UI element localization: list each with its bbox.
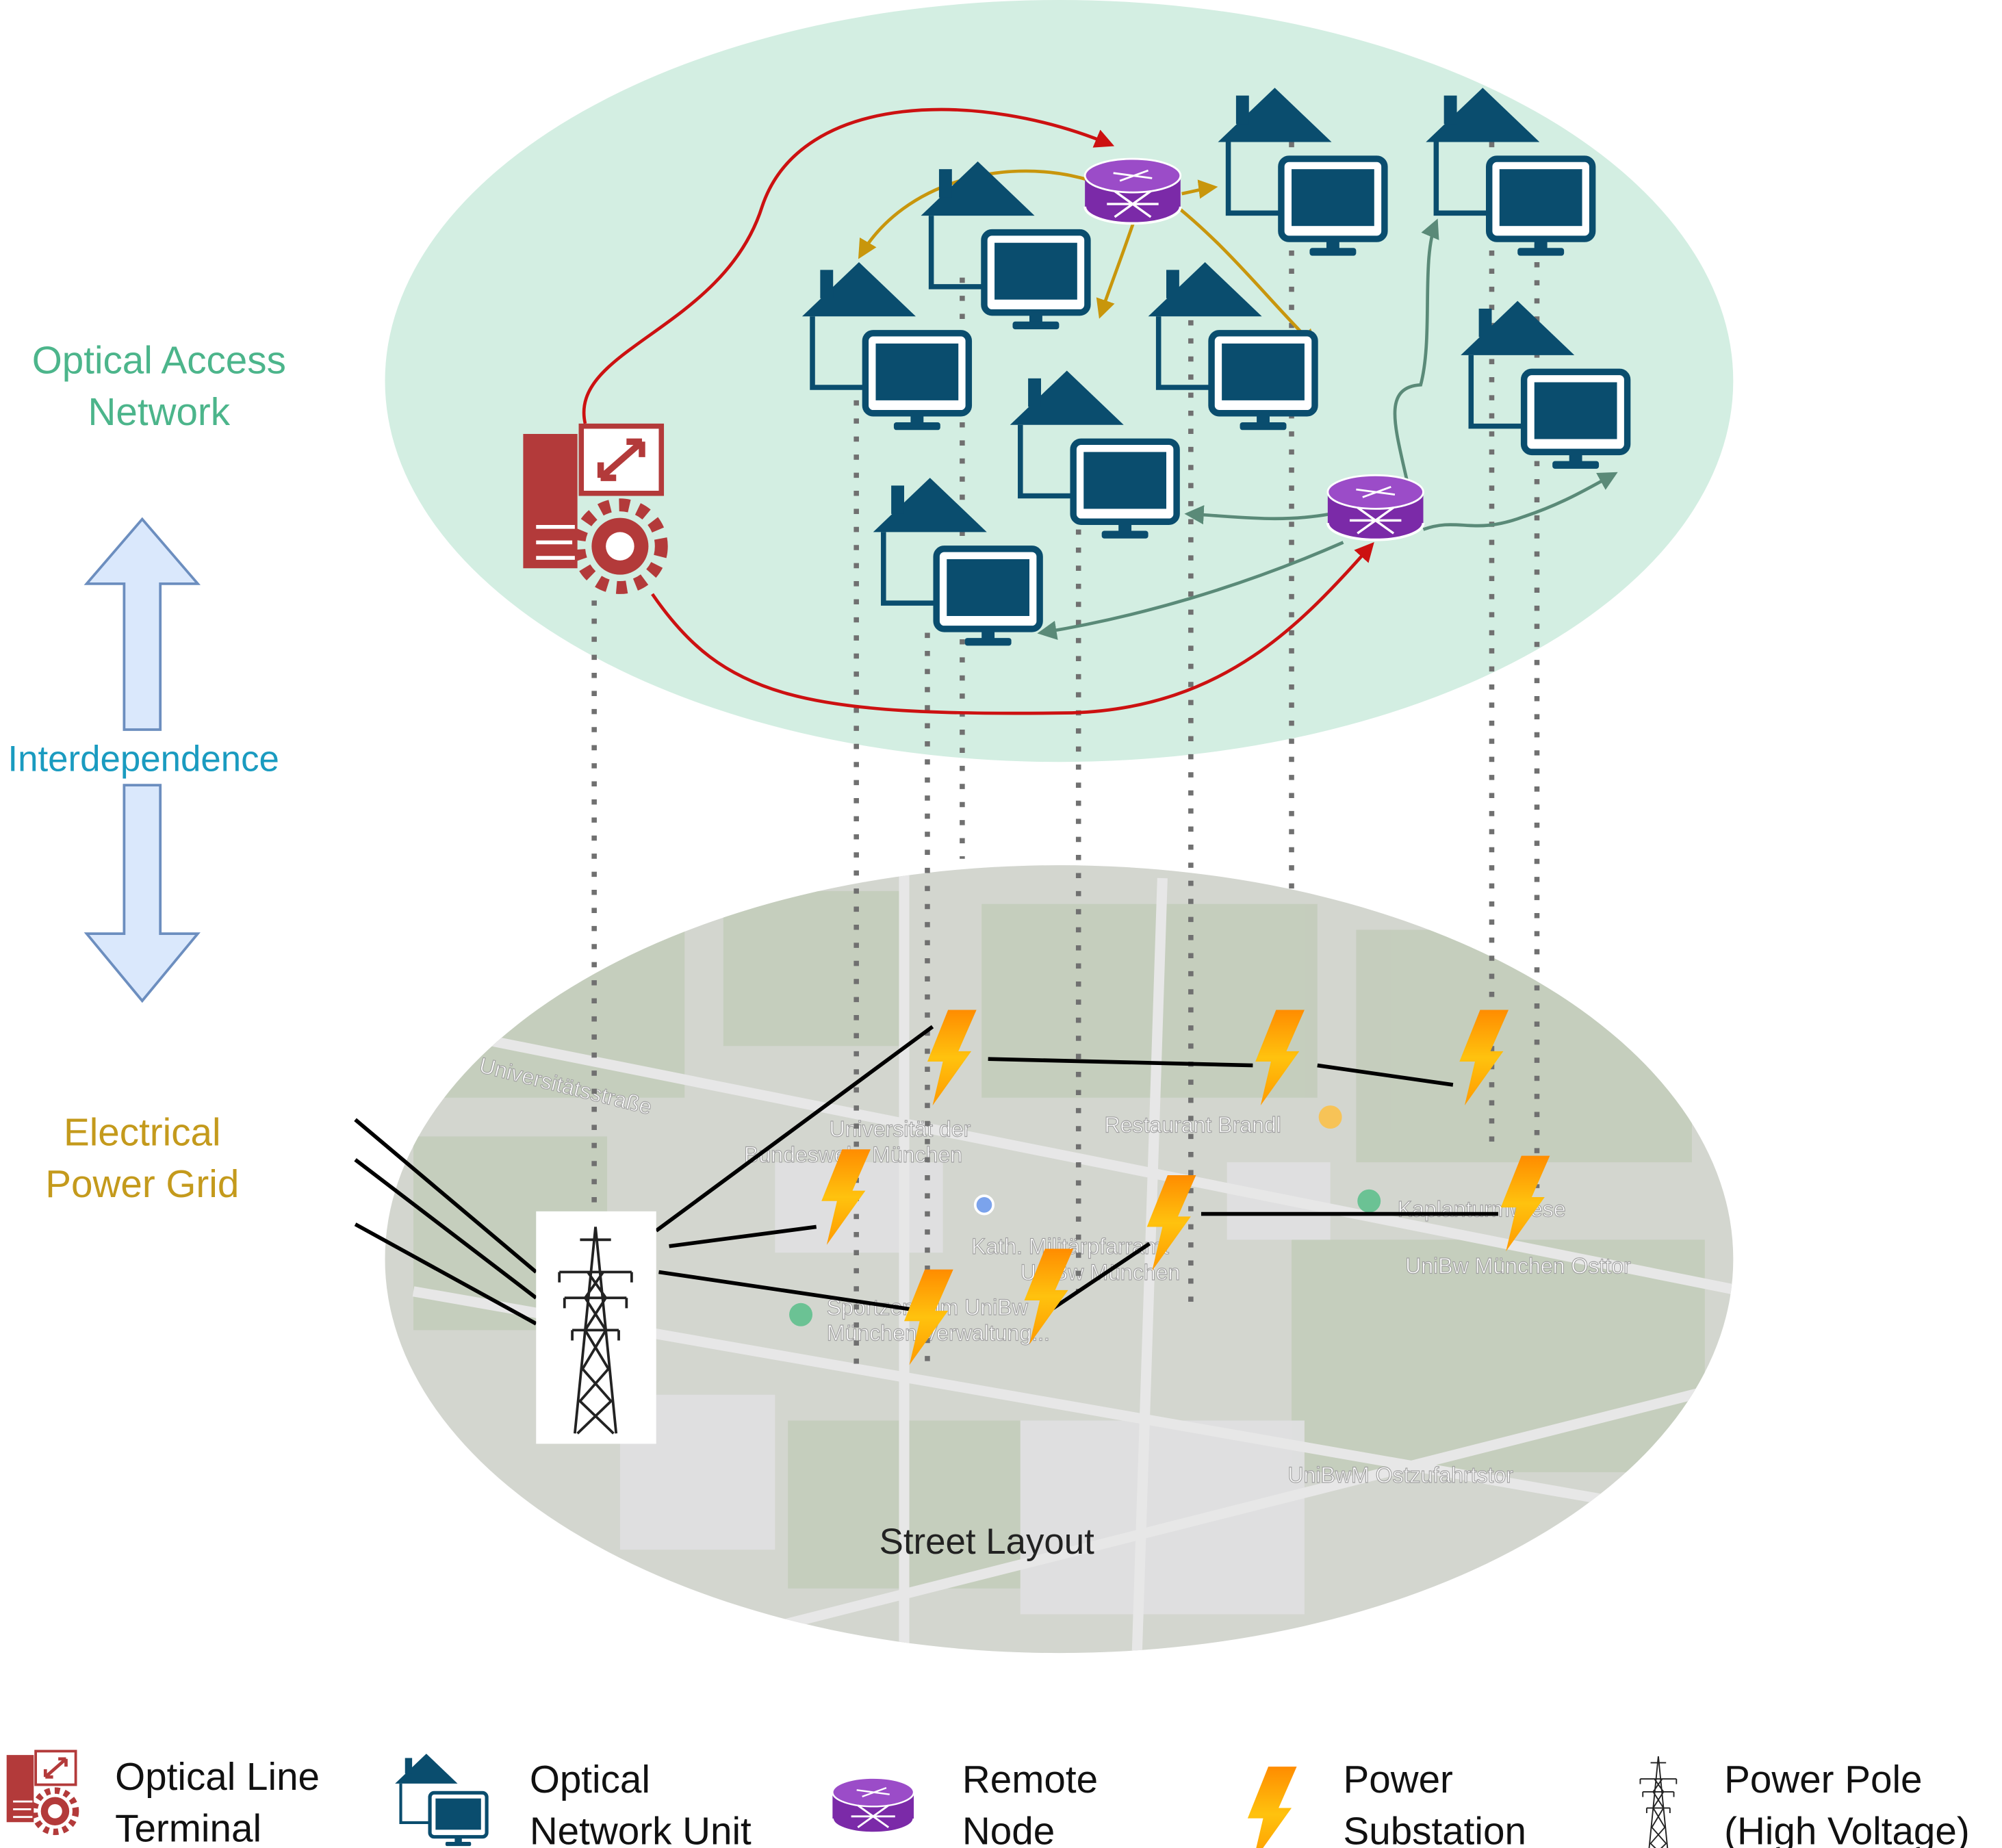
feeder-fiber <box>651 542 1374 715</box>
power-grid-label: Electrical <box>64 1111 221 1154</box>
remote-node-icon <box>831 1777 915 1834</box>
street-layout-label: Street Layout <box>880 1522 1095 1562</box>
legend-label: (High Voltage) <box>1724 1809 1970 1848</box>
interdependence-arrow-down <box>84 784 201 1003</box>
access-network-label: Network <box>88 390 231 433</box>
interdependence-label: Interdependence <box>8 739 279 779</box>
map-label: München Verwaltung... <box>827 1320 1050 1345</box>
legend-label: Power <box>1344 1758 1453 1801</box>
legend-label: Substation <box>1344 1809 1526 1848</box>
map-label: UniBwM Ostzufahrtstor <box>1287 1463 1513 1487</box>
power-substation-icon <box>1247 1767 1297 1848</box>
remote-node-icon[interactable] <box>1083 157 1182 225</box>
legend-label: Optical Line <box>115 1755 320 1798</box>
map-label: Universität der <box>830 1116 971 1141</box>
feeder-fiber <box>582 107 1115 424</box>
legend-label: Network Unit <box>530 1809 752 1848</box>
power-pole-box <box>536 1211 656 1444</box>
map-label: UniBw München Osttor <box>1405 1253 1631 1278</box>
legend-label: Optical <box>530 1758 650 1801</box>
legend-label: Power Pole <box>1724 1758 1922 1801</box>
map-label: Restaurant Brandl <box>1104 1113 1281 1138</box>
access-network-label: Optical Access <box>32 338 286 381</box>
power-pole-icon <box>1639 1756 1678 1848</box>
legend-label: Remote <box>962 1758 1098 1801</box>
legend: Optical Line Terminal Optical Network Un… <box>7 1751 1970 1848</box>
interdependence-arrow-up <box>84 517 201 731</box>
distribution-fibers-rn2 <box>1037 218 1618 640</box>
power-lines <box>354 1025 1498 1326</box>
legend-label: Node <box>962 1809 1055 1848</box>
legend-label: Terminal <box>115 1807 261 1848</box>
optical-line-terminal-icon <box>7 1751 76 1832</box>
power-grid-label: Power Grid <box>45 1162 239 1205</box>
remote-node-icon[interactable] <box>1326 474 1425 541</box>
optical-network-unit-icon <box>395 1754 487 1846</box>
